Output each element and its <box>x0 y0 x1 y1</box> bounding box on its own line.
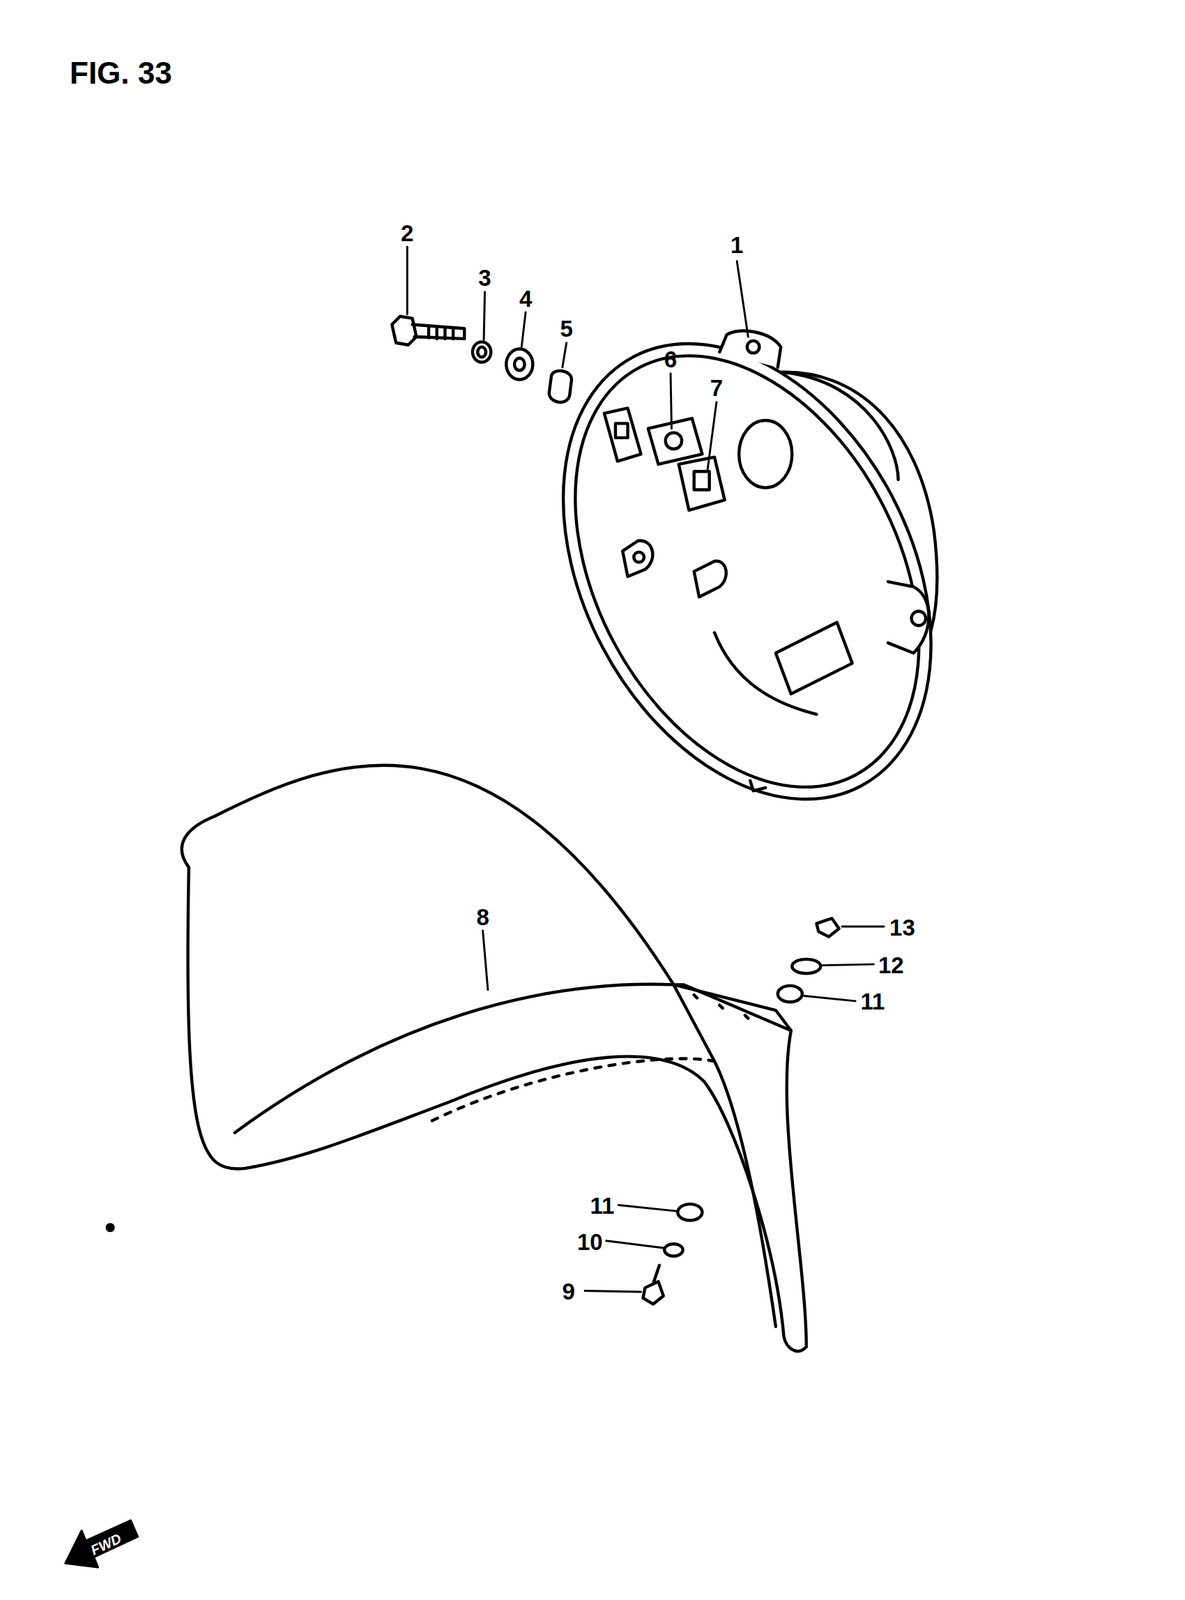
callout-number: 3 <box>478 266 491 290</box>
fwd-arrow <box>65 1520 139 1567</box>
front-fender <box>181 765 807 1351</box>
figure-title: FIG. 33 <box>69 57 173 89</box>
callout-number: 12 <box>878 952 905 976</box>
callout-number: 6 <box>664 347 677 371</box>
callout-number: 1 <box>730 233 744 257</box>
callout-number: 10 <box>577 1229 603 1253</box>
callout-number: 11 <box>589 1194 615 1218</box>
bolt-assembly <box>391 316 572 403</box>
direction-mark: FWD <box>88 1531 124 1558</box>
callout-number: 4 <box>519 286 532 310</box>
callout-number: 8 <box>476 904 489 928</box>
leader-lines <box>407 246 884 1292</box>
callout-number: 7 <box>710 376 723 400</box>
headlight-housing <box>488 280 1006 863</box>
callout-number: 11 <box>860 989 885 1013</box>
callout-number: 5 <box>559 317 573 341</box>
callout-number: 2 <box>400 220 414 244</box>
callout-number: 13 <box>889 915 916 939</box>
callout-number: 9 <box>561 1279 575 1303</box>
